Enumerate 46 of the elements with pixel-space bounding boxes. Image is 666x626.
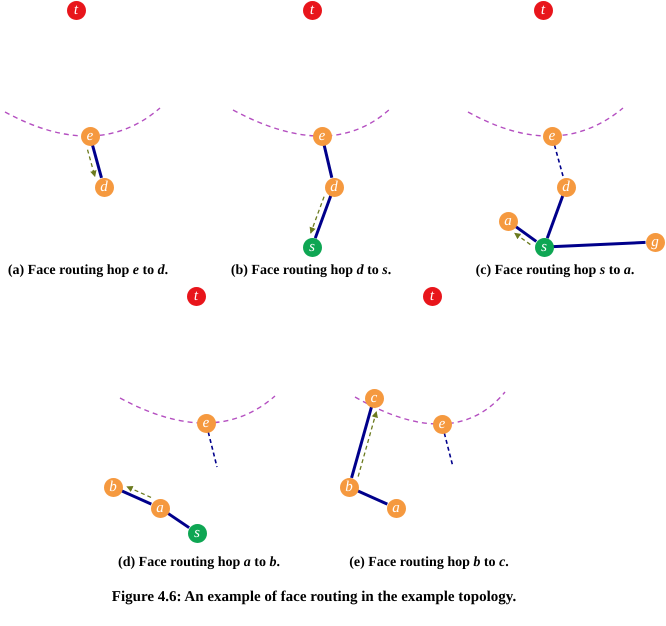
network-node: a (150, 498, 170, 518)
network-node: g (646, 232, 664, 252)
link-line (91, 144, 103, 178)
link-line (546, 195, 564, 239)
network-node: s (302, 238, 322, 256)
network-node: e (312, 126, 332, 146)
network-node: e (80, 126, 100, 146)
network-node: b (104, 478, 122, 496)
network-node: t (186, 286, 206, 306)
network-node: t (422, 286, 442, 306)
network-node: s (534, 238, 554, 256)
link-line (553, 240, 646, 248)
network-node: b (340, 478, 358, 496)
link-line (444, 433, 454, 468)
network-node: a (386, 498, 406, 518)
network-node: d (324, 178, 344, 196)
link-line (514, 225, 538, 243)
subfigure-caption: (e) Face routing hop b to c. (349, 555, 509, 571)
subfigure-caption: (b) Face routing hop d to s. (230, 263, 392, 279)
network-node: t (66, 0, 86, 20)
link-line (121, 490, 152, 506)
network-node: e (196, 414, 216, 432)
subfigure-caption: (c) Face routing hop s to a. (476, 263, 634, 279)
network-node: s (188, 524, 206, 542)
link-line (167, 512, 190, 529)
subfigure-caption: (a) Face routing hop e to d. (8, 263, 168, 279)
network-node: t (534, 0, 552, 20)
link-line (314, 195, 332, 239)
hop-arrow (86, 149, 96, 178)
hop-arrow (514, 232, 531, 246)
network-node: t (302, 0, 322, 20)
network-node: c (364, 388, 384, 408)
figure-caption: Figure 4.6: An example of face routing in the example topology. (112, 589, 516, 606)
network-node: a (498, 212, 518, 230)
link-line (208, 432, 218, 468)
hop-arrow (126, 486, 152, 498)
link-line (350, 406, 373, 478)
network-node: d (94, 178, 114, 196)
link-line (554, 144, 564, 178)
link-line (322, 144, 334, 178)
hop-arrow (310, 196, 325, 234)
subfigure-caption: (d) Face routing hop a to b. (118, 555, 280, 571)
network-node: e (432, 414, 452, 434)
network-node: e (542, 126, 562, 146)
network-node: d (556, 178, 576, 196)
link-line (357, 490, 388, 506)
